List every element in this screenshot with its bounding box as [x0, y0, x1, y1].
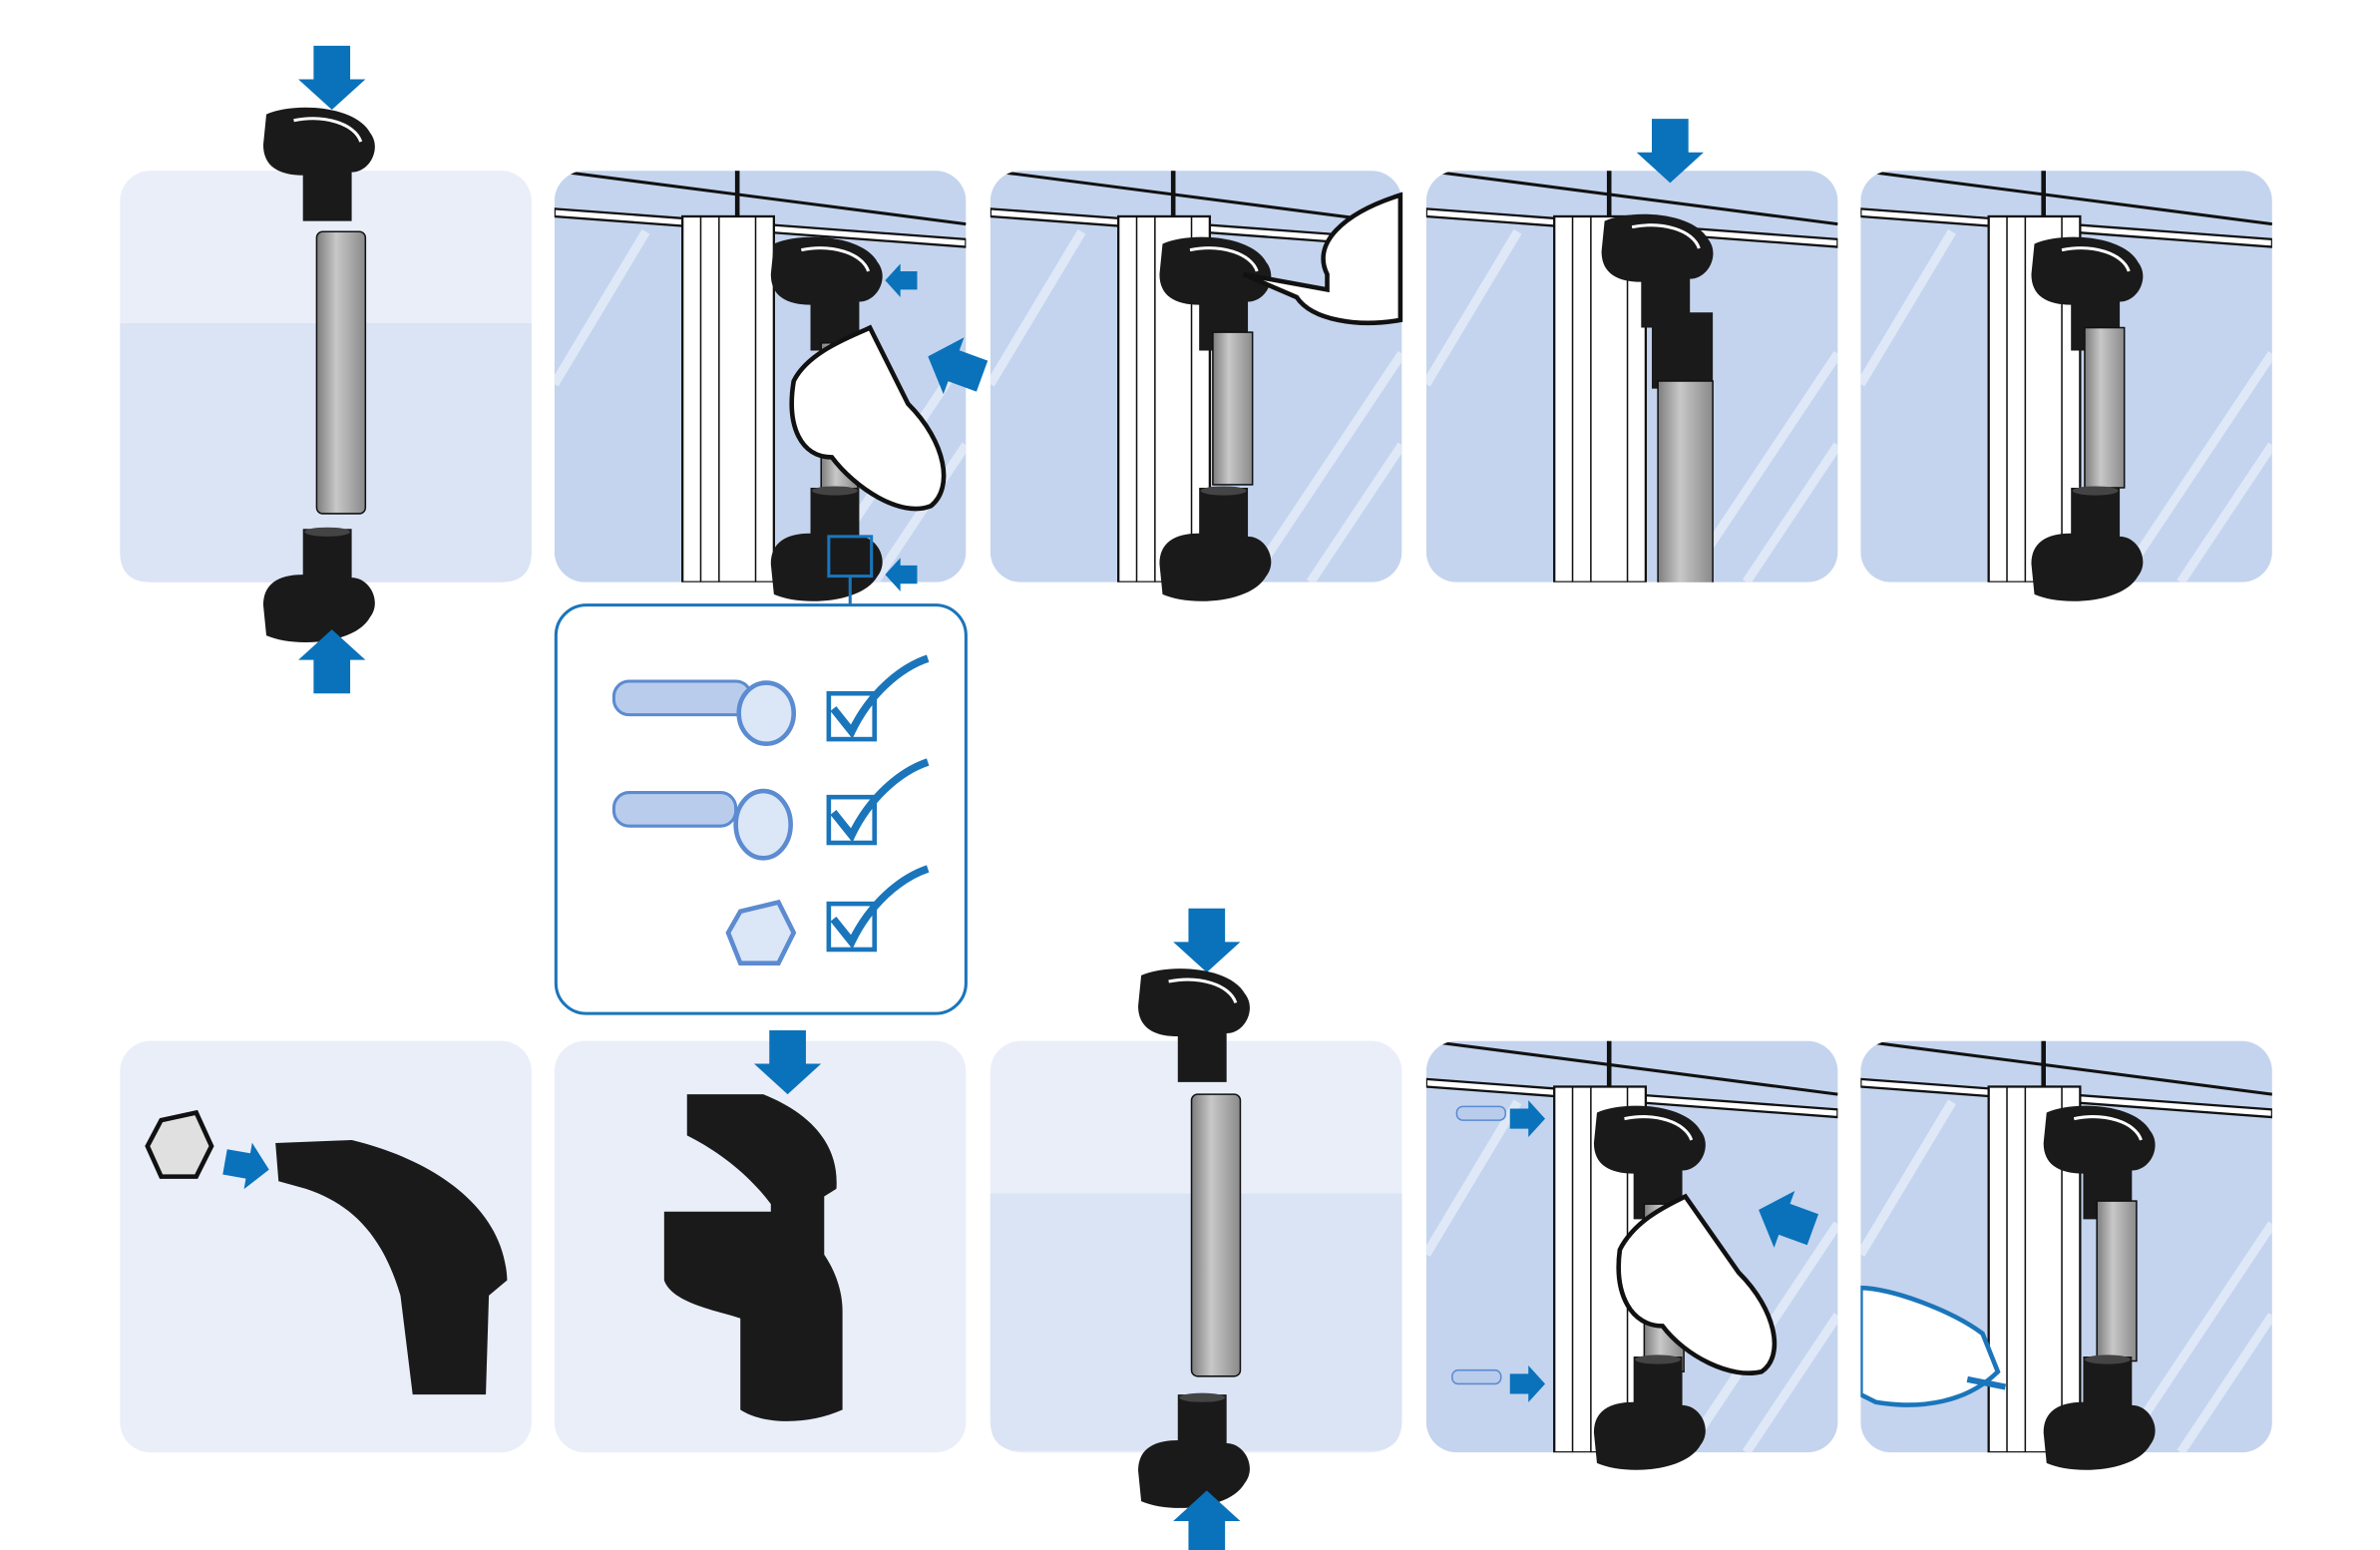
step-2-panel: [555, 171, 992, 605]
screw-icon: [1455, 1105, 1507, 1121]
hex-nut-icon: [725, 899, 797, 967]
step-3-panel: [991, 171, 1403, 601]
step-8-panel: [990, 908, 1402, 1550]
hand-icon: [789, 324, 947, 512]
socket-head-screw-icon: [611, 679, 797, 746]
handle-cap-part: [275, 1139, 508, 1395]
button-head-screw-icon: [611, 788, 793, 861]
step-6-panel: [120, 1040, 532, 1453]
step-1-panel: [120, 45, 532, 694]
handle-tube: [315, 230, 367, 515]
arrow-down-icon: [1173, 908, 1241, 972]
step-5-panel: [1860, 171, 2272, 601]
step-10-panel: [1860, 1041, 2272, 1470]
checkbox-checked-icon: [826, 654, 930, 742]
checkbox-checked-icon: [826, 758, 930, 846]
checkbox-checked-icon: [826, 865, 930, 953]
parts-callout: [554, 603, 968, 1015]
step-4-panel: [1426, 119, 1838, 582]
arrow-down-icon: [298, 45, 366, 111]
hand-with-screwdriver-icon: [1242, 192, 1403, 326]
step-9-panel: [1426, 1041, 1838, 1470]
screw-icon: [1451, 1368, 1502, 1385]
hand-with-screwdriver-icon: [1860, 1285, 2001, 1407]
hand-icon: [1616, 1193, 1778, 1375]
hex-nut-icon: [145, 1109, 214, 1179]
handle-cap-part: [663, 1211, 843, 1421]
step-7-panel: [554, 1029, 967, 1453]
